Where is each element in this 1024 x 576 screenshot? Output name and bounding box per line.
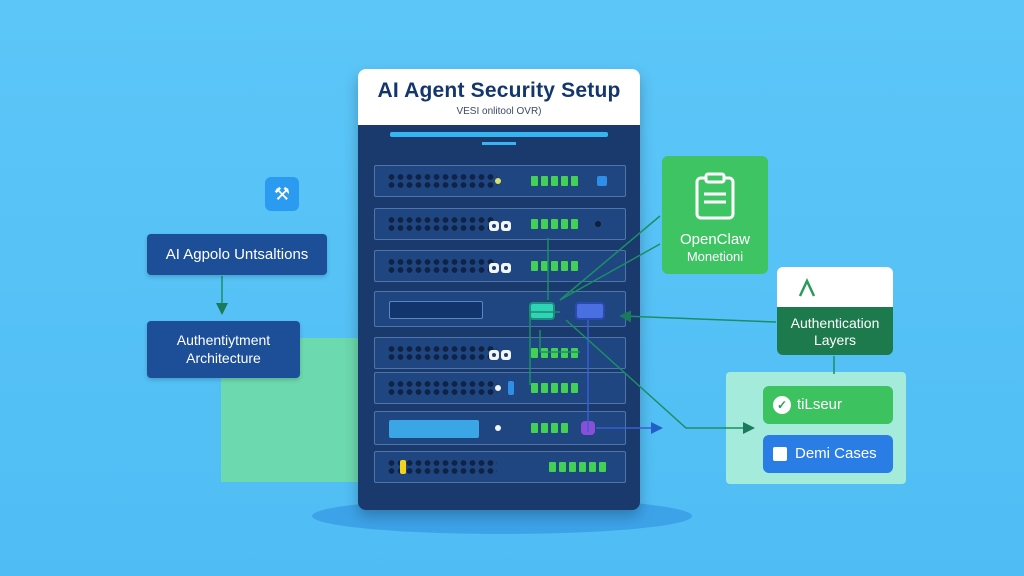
rack-title: AI Agent Security Setup: [377, 79, 621, 102]
port-pair: [489, 347, 513, 360]
rack-unit-8: [374, 451, 626, 483]
led-row: [531, 176, 578, 186]
rack-header: AI Agent Security Setup VESI onlitool OV…: [358, 69, 640, 125]
power-led: [495, 425, 501, 431]
power-led: [495, 178, 501, 184]
rack-unit-5: [374, 337, 626, 369]
rack-status-bar: [390, 132, 608, 137]
led-row: [549, 462, 606, 472]
agent-installations-box[interactable]: AI Agpolo Untsaltions: [147, 234, 327, 275]
vent-grille: [387, 258, 497, 274]
authentication-label: Authentication: [790, 315, 880, 331]
cases-pill-label: Demi Cases: [795, 445, 877, 462]
wrench-icon[interactable]: ⚒: [265, 177, 299, 211]
rack-unit-1: [374, 165, 626, 197]
rack-unit-6: [374, 372, 626, 404]
network-port-teal: [529, 302, 555, 320]
layers-label: Layers: [813, 332, 857, 348]
user-pill[interactable]: ✓ tiLseur: [763, 386, 893, 424]
led-row: [531, 219, 578, 229]
network-port-purple: [581, 421, 595, 435]
rack-unit-2: [374, 208, 626, 240]
architecture-label-line1: Authentiytment: [176, 332, 271, 348]
clipboard-icon: [695, 172, 735, 220]
drive-bay: [389, 301, 483, 319]
drive-bay-active: [389, 420, 479, 438]
openclaw-card[interactable]: OpenClaw Monetioni: [662, 156, 768, 274]
openclaw-title: OpenClaw: [679, 231, 751, 248]
rack-unit-7: [374, 411, 626, 445]
cases-pill[interactable]: Demi Cases: [763, 435, 893, 473]
openclaw-subtitle: Monetioni: [686, 249, 744, 264]
port-pair: [489, 260, 513, 273]
status-light: [508, 381, 514, 395]
vent-grille: [387, 345, 497, 361]
agent-installations-label: AI Agpolo Untsaltions: [165, 246, 309, 263]
status-light: [597, 176, 607, 186]
circle-check-icon: ✓: [773, 396, 791, 414]
power-led: [495, 385, 501, 391]
led-row: [531, 383, 578, 393]
vent-grille: [387, 380, 497, 396]
vent-grille: [387, 459, 497, 475]
card-icon: [773, 447, 787, 461]
network-port-blue: [575, 302, 605, 320]
warning-light: [400, 460, 406, 474]
port-pair: [489, 218, 513, 231]
led-row: [531, 423, 568, 433]
architecture-box[interactable]: Authentiytment Architecture: [147, 321, 300, 378]
authentication-layers-card[interactable]: Authentication Layers: [777, 267, 893, 355]
user-pill-label: tiLseur: [797, 396, 843, 413]
architecture-label-line2: Architecture: [186, 350, 261, 366]
vent-grille: [387, 173, 497, 189]
status-light: [595, 221, 601, 227]
chevron-up-icon: [798, 278, 816, 297]
rack-unit-4: [374, 291, 626, 327]
led-row: [531, 348, 578, 358]
rack-status-bar-small: [482, 142, 516, 145]
rack-unit-3: [374, 250, 626, 282]
led-row: [531, 261, 578, 271]
rack-subtitle: VESI onlitool OVR): [456, 106, 542, 117]
vent-grille: [387, 216, 497, 232]
